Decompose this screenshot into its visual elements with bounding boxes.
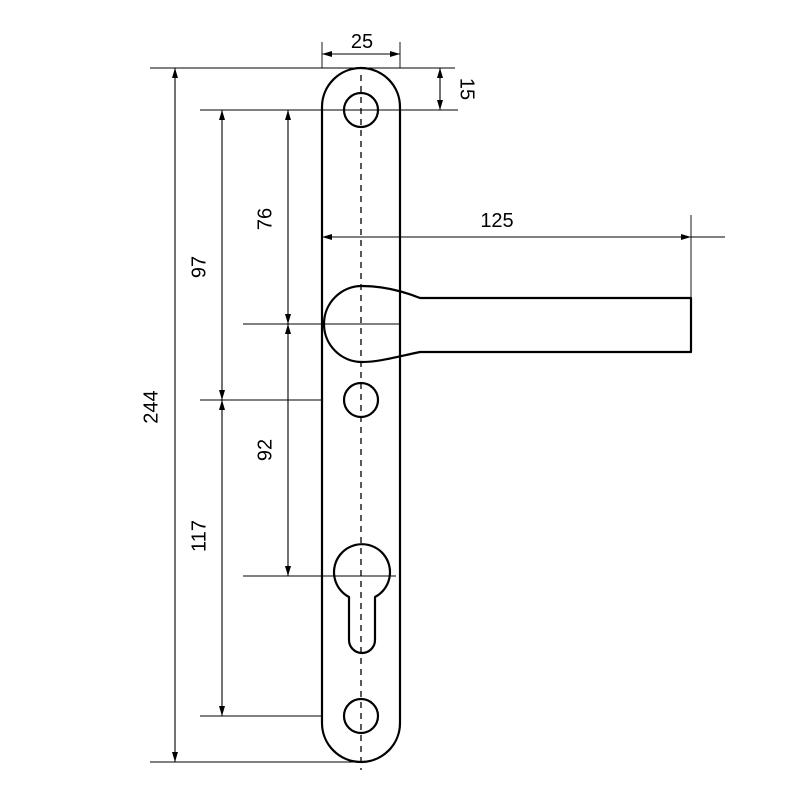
lever-handle-outline — [322, 284, 693, 364]
dimension-label-top-hole-to-handle: 76 — [254, 208, 276, 230]
extension-lines — [150, 42, 725, 763]
cylinder-keyhole — [332, 543, 392, 655]
dimension-label-top-hole-offset: 15 — [456, 78, 478, 100]
dimension-label-lever-length: 125 — [480, 210, 513, 232]
dimension-top-hole-to-handle: 76 — [254, 110, 291, 324]
bottom-screw-hole — [342, 697, 380, 735]
dimension-middle-hole-to-bottom-hole: 117 — [188, 400, 225, 716]
dimension-total-height: 244 — [140, 68, 178, 762]
dimension-label-top-hole-to-middle-hole: 97 — [188, 256, 210, 278]
dimension-lever-length: 125 — [322, 210, 691, 240]
dimension-handle-to-cylinder: 92 — [254, 324, 291, 576]
dimension-label-total-height: 244 — [140, 390, 162, 423]
backplate-outline — [320, 66, 402, 764]
dimension-label-handle-to-cylinder: 92 — [254, 439, 276, 461]
middle-screw-hole — [342, 381, 380, 419]
dimension-label-middle-hole-to-bottom-hole: 117 — [188, 520, 210, 552]
dimension-label-plate-width: 25 — [351, 31, 373, 53]
dimension-top-hole-to-middle-hole: 97 — [188, 110, 225, 400]
dimension-top-hole-offset: 15 — [437, 68, 478, 110]
dimension-plate-width: 25 — [322, 31, 400, 57]
